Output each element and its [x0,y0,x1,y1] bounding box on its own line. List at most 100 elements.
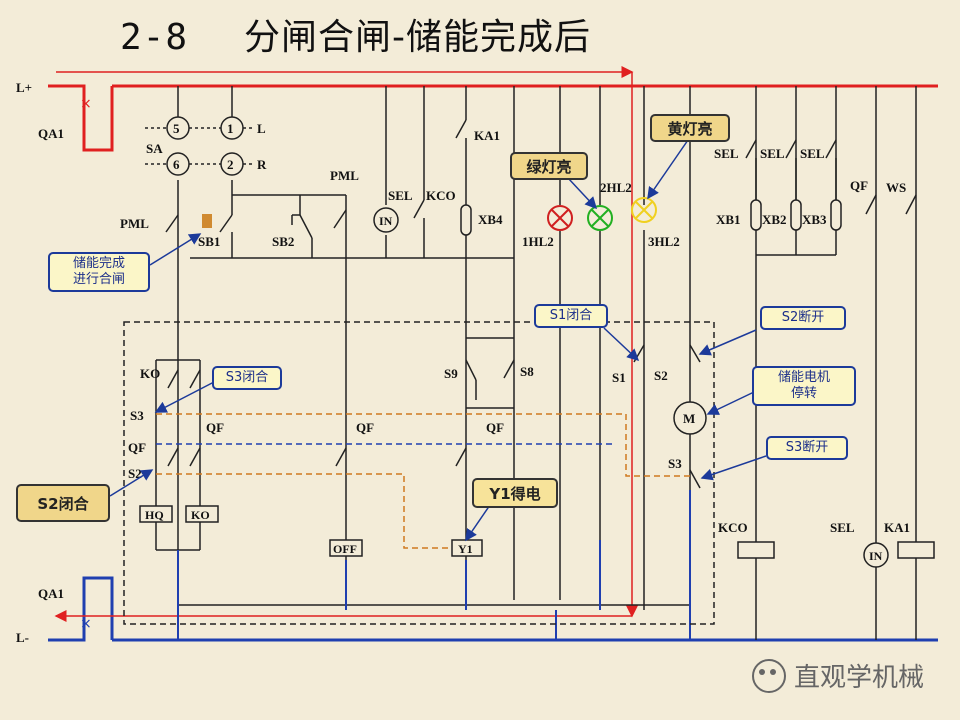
sb2-label: SB2 [272,234,294,249]
hl1-label: 1HL2 [522,234,554,249]
motor [673,401,707,435]
xb2-label: XB2 [762,212,787,227]
hl2-label: 2HL2 [600,180,632,195]
callout-y1-energized-text: Y1得电 [489,485,541,503]
page-title: 2-8 分闸合闸-储能完成后 [120,8,591,60]
current-path [54,66,638,622]
callout-motor-stop: 储能电机 停转 [752,366,856,406]
sa-label: SA [146,141,163,156]
coils [737,541,935,559]
callout-s1-closed-text: S1闭合 [549,308,593,323]
callout-green-on: 绿灯亮 [510,152,588,180]
callout-s3-open: S3断开 [766,436,848,460]
callout-storage-done: 储能完成 进行合闸 [48,252,150,292]
boxed-labels [139,505,483,557]
contact-1: 1 [227,121,234,136]
callout-y1-energized: Y1得电 [472,478,558,508]
y1-coil: Y1 [458,542,473,556]
xb1-label: XB1 [716,212,741,227]
in-indicator-2 [863,542,889,568]
xb4-label: XB4 [478,212,503,227]
sel-b-label: SEL [760,146,785,161]
sel-c-label: SEL [800,146,825,161]
callout-s2-closed: S2闭合 [16,484,110,522]
breaker-mark-top: × [80,96,92,112]
r-label: R [257,157,267,172]
s9-label: S9 [444,366,458,381]
callout-s3-closed-text: S3闭合 [225,370,269,385]
contact-6: 6 [173,157,180,172]
off-coil: OFF [333,542,357,556]
contact-5: 5 [173,121,180,136]
callout-s3-open-text: S3断开 [785,440,829,455]
lamp-1hl2 [547,205,573,231]
s2-label: S2 [128,466,142,481]
s1-label: S1 [612,370,626,385]
sa-selector [145,116,255,176]
pml-label: PML [120,216,149,231]
qf-a-label: QF [128,440,146,455]
breaker-mark-bottom: × [80,616,92,632]
callout-s2-closed-text: S2闭合 [37,495,89,513]
hq-coil: HQ [145,508,164,522]
ka1-label: KA1 [474,128,500,143]
contact-2: 2 [227,157,234,172]
watermark-text: 直观学机械 [793,663,924,693]
callout-s1-closed: S1闭合 [534,304,608,328]
callout-s2-open: S2断开 [760,306,846,330]
qf-d-label: QF [486,420,504,435]
callout-yellow-on-text: 黄灯亮 [667,120,713,138]
in-label-2: IN [869,549,883,563]
mechanism-box [123,321,715,625]
title-text: 分闸合闸-储能完成后 [244,17,592,58]
l-plus-label: L+ [16,80,32,95]
callout-storage-done-text: 储能完成 进行合闸 [72,256,125,287]
motor-label: M [683,411,695,426]
l-label: L [257,121,266,136]
sel-label-2: SEL [830,520,855,535]
ko-label: KO [140,366,160,381]
kco-label-1: KCO [426,188,456,203]
ws-label: WS [886,180,906,195]
qa1-top-label: QA1 [38,126,64,141]
sel-label-1: SEL [388,188,413,203]
s8-label: S8 [520,364,534,379]
ko-coil: KO [191,508,210,522]
callout-green-on-text: 绿灯亮 [526,158,572,176]
in-label-1: IN [379,214,393,228]
callout-yellow-on: 黄灯亮 [650,114,730,142]
ka1b-label: KA1 [884,520,910,535]
pml-top-label: PML [330,168,359,183]
in-indicator-1 [373,207,399,233]
blue-return-wires [177,490,691,640]
callout-s2-open-text: S2断开 [781,310,825,325]
l-minus-label: L- [16,630,29,645]
watermark: 直观学机械 [751,657,924,694]
negative-bus [48,576,938,642]
component-labels: PML PML SB1 SB2 KA1 SEL KCO XB4 1HL2 2HL… [120,128,910,535]
xb3-label: XB3 [802,212,827,227]
sel-a-label: SEL [714,146,739,161]
qf-r-label: QF [850,178,868,193]
wechat-icon [751,658,786,693]
kco-label-2: KCO [718,520,748,535]
positive-bus [48,84,938,152]
xb-links [460,199,842,236]
callout-pointers [109,139,767,542]
s2r-label: S2 [654,368,668,383]
sb1-button[interactable] [202,214,212,228]
callout-s3-closed: S3闭合 [212,366,282,390]
s3-label: S3 [130,408,144,423]
s3r-label: S3 [668,456,682,471]
hl3-label: 3HL2 [648,234,680,249]
callout-motor-stop-text: 储能电机 停转 [777,370,830,401]
qf-c-label: QF [356,420,374,435]
sb1-label: SB1 [198,234,220,249]
title-number: 2-8 [120,17,189,58]
qf-b-label: QF [206,420,224,435]
qa1-bottom-label: QA1 [38,586,64,601]
lamp-2hl2-green [587,205,613,231]
lamp-3hl2-yellow [631,197,657,223]
switch-contacts [165,119,917,489]
